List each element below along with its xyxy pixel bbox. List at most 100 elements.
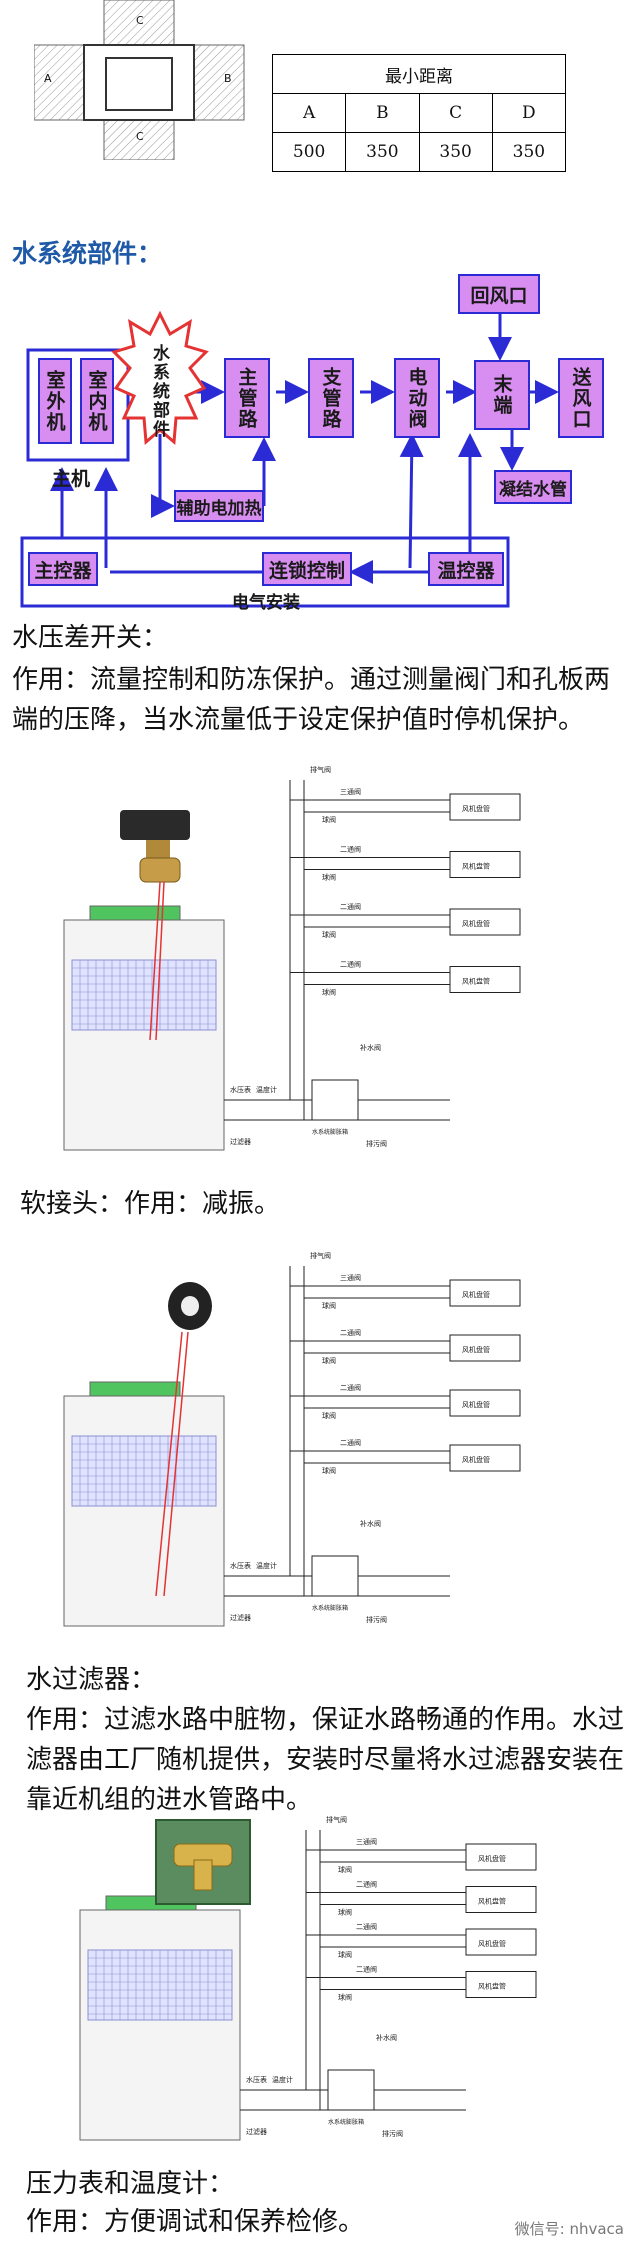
clearance-table: 最小距离 A B C D 500 350 350 350 <box>271 54 567 172</box>
section-title: 水系统部件： <box>12 239 163 268</box>
ball-valve-label: 球阀 <box>322 988 336 997</box>
clearance-col-a: A <box>271 93 347 133</box>
expansion-tank-label: 水系统膨胀箱 <box>328 2118 364 2126</box>
makeup-valve-label: 补水阀 <box>360 1043 381 1052</box>
fan-coil-unit <box>465 1928 537 1956</box>
main-controller-box: 主控器 <box>28 552 98 586</box>
outdoor-unit-fan-top <box>89 1381 181 1397</box>
valve-label: 二通阀 <box>340 845 361 854</box>
outdoor-unit <box>63 1395 225 1627</box>
clearance-label-c-top: C <box>136 14 144 27</box>
schematic-pressure-switch: 排气阀三通阀球阀风机盘管二通阀球阀风机盘管二通阀球阀风机盘管二通阀球阀风机盘管补… <box>60 750 600 1180</box>
clearance-val-d: 350 <box>491 132 567 172</box>
valve-label: 二通阀 <box>340 960 361 969</box>
fan-coil-label: 风机盘管 <box>462 977 490 986</box>
valve-label: 二通阀 <box>340 902 361 911</box>
fan-coil-label: 风机盘管 <box>478 1939 506 1948</box>
branch-pipe-box: 支管路 <box>308 358 354 438</box>
fan-coil-label: 风机盘管 <box>462 1345 490 1354</box>
fan-coil-unit <box>465 1843 537 1871</box>
valve-label: 二通阀 <box>340 1383 361 1392</box>
motor-valve-box: 电动阀 <box>394 358 440 438</box>
terminal-box: 末端 <box>474 360 530 430</box>
clearance-label-b: B <box>224 72 232 85</box>
indoor-unit-box: 室内机 <box>80 358 114 444</box>
condensate-box: 凝结水管 <box>494 470 572 504</box>
fan-coil-unit <box>449 1389 521 1417</box>
water-parts-starburst <box>111 310 209 446</box>
valve-label: 三通阀 <box>340 787 361 796</box>
schematic-water-filter: 排气阀三通阀球阀风机盘管二通阀球阀风机盘管二通阀球阀风机盘管二通阀球阀风机盘管补… <box>76 1800 616 2170</box>
outdoor-unit-box: 室外机 <box>38 358 72 444</box>
clearance-val-c: 350 <box>418 132 493 172</box>
expansion-tank <box>311 1079 359 1121</box>
filter-label: 过滤器 <box>246 2127 267 2136</box>
schematic-svg: 排气阀三通阀球阀风机盘管二通阀球阀风机盘管二通阀球阀风机盘管二通阀球阀风机盘管补… <box>63 1251 521 1627</box>
clearance-col-c: C <box>418 93 493 133</box>
clearance-label-a: A <box>44 72 52 85</box>
callout-line <box>163 1331 189 1597</box>
valve-label: 二通阀 <box>356 1880 377 1889</box>
ball-valve-label: 球阀 <box>322 873 336 882</box>
section-1-body: 作用：流量控制和防冻保护。通过测量阀门和孔板两端的压降，当水流量低于设定保护值时… <box>12 665 611 735</box>
fan-coil-unit <box>449 1334 521 1362</box>
fan-coil-unit <box>449 908 521 936</box>
thermometer-label: 温度计 <box>256 1085 277 1094</box>
return-outlet-box: 回风口 <box>458 274 540 314</box>
ball-valve-label: 球阀 <box>322 1411 336 1420</box>
drain-valve-label: 排污阀 <box>382 2129 403 2138</box>
filter-branch <box>193 1859 213 1891</box>
valve-label: 三通阀 <box>340 1273 361 1282</box>
ball-valve-label: 球阀 <box>322 1301 336 1310</box>
thermometer-label: 温度计 <box>256 1561 277 1570</box>
pressure-gauge-label: 水压表 <box>230 1561 251 1570</box>
fan-coil-label: 风机盘管 <box>478 1854 506 1863</box>
section-4-body: 作用：方便调试和保养检修。 <box>26 2207 365 2237</box>
drain-valve-label: 排污阀 <box>366 1139 387 1148</box>
host-label: 主机 <box>52 468 91 490</box>
expansion-tank-label: 水系统膨胀箱 <box>312 1128 348 1136</box>
supply-outlet-box: 送风口 <box>558 358 604 438</box>
main-pipe-box: 主管路 <box>224 358 270 438</box>
thermostat-box: 温控器 <box>428 552 504 586</box>
fan-coil-unit <box>465 1886 537 1913</box>
fan-coil-label: 风机盘管 <box>462 862 490 871</box>
watermark: 微信号: nhvaca <box>514 2220 624 2238</box>
drain-valve-label: 排污阀 <box>366 1615 387 1624</box>
section-2-title: 软接头：作用：减振。 <box>20 1189 281 1219</box>
valve-label: 二通阀 <box>356 1922 377 1931</box>
fan-coil-unit <box>449 793 521 821</box>
exhaust-valve-label: 排气阀 <box>310 765 331 774</box>
fan-coil-unit <box>449 851 521 878</box>
ball-valve-label: 球阀 <box>322 1356 336 1365</box>
makeup-valve-label: 补水阀 <box>360 1519 381 1528</box>
electrical-label: 电气安装 <box>232 593 300 613</box>
valve-label: 二通阀 <box>340 1438 361 1447</box>
clearance-col-b: B <box>345 93 420 133</box>
filter-label: 过滤器 <box>230 1137 251 1146</box>
callout-line <box>155 881 165 1041</box>
valve-label: 三通阀 <box>356 1837 377 1846</box>
ball-valve-label: 球阀 <box>338 1865 352 1874</box>
outdoor-unit <box>63 919 225 1151</box>
ball-valve-label: 球阀 <box>338 1993 352 2002</box>
fan-coil-label: 风机盘管 <box>478 1982 506 1991</box>
clearance-val-a: 500 <box>271 132 347 172</box>
fan-coil-unit <box>465 1971 537 1998</box>
outdoor-unit <box>79 1909 241 2141</box>
pressure-switch-head <box>120 810 190 840</box>
ball-valve-label: 球阀 <box>322 930 336 939</box>
valve-label: 二通阀 <box>356 1965 377 1974</box>
callout-line <box>149 881 161 1041</box>
pressure-gauge-label: 水压表 <box>230 1085 251 1094</box>
callout-line <box>155 1331 183 1597</box>
fan-coil-unit <box>449 1444 521 1472</box>
exhaust-valve-label: 排气阀 <box>310 1251 331 1260</box>
section-3-body: 作用：过滤水路中脏物，保证水路畅通的作用。水过滤器由工厂随机提供，安装时尽量将水… <box>26 1705 625 1815</box>
fan-coil-unit <box>449 966 521 993</box>
valve-label: 二通阀 <box>340 1328 361 1337</box>
makeup-valve-label: 补水阀 <box>376 2033 397 2042</box>
schematic-flexible-joint: 排气阀三通阀球阀风机盘管二通阀球阀风机盘管二通阀球阀风机盘管二通阀球阀风机盘管补… <box>60 1236 600 1656</box>
fan-coil-label: 风机盘管 <box>478 1897 506 1906</box>
schematic-svg: 排气阀三通阀球阀风机盘管二通阀球阀风机盘管二通阀球阀风机盘管二通阀球阀风机盘管补… <box>63 765 521 1151</box>
